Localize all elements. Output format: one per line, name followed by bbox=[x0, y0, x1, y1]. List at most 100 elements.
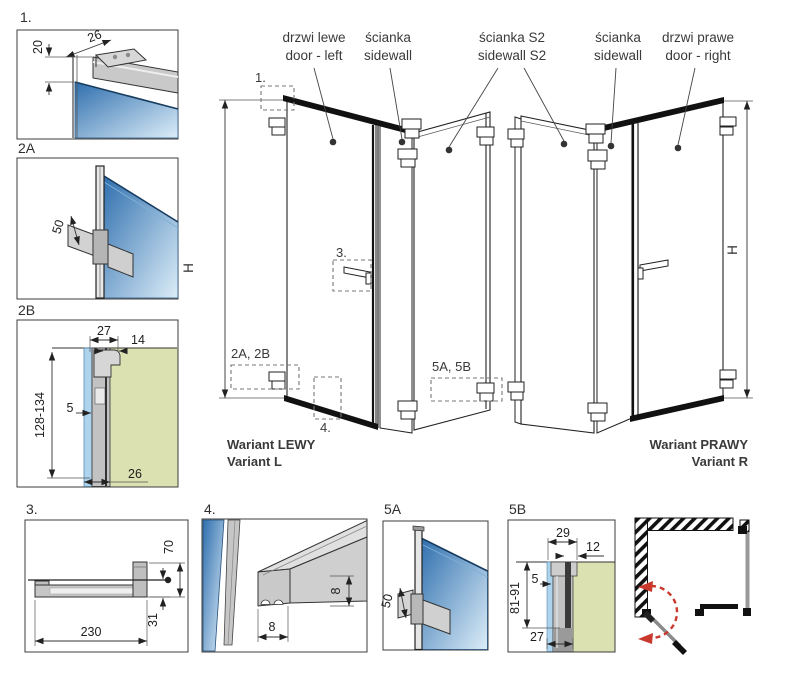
label-sidewall-right-en: sidewall bbox=[593, 48, 643, 63]
left-assembly: H bbox=[181, 95, 495, 434]
dim-230: 230 bbox=[81, 625, 102, 639]
swing-arc bbox=[650, 584, 679, 640]
label-door-left-en: door - left bbox=[285, 48, 343, 63]
glass-panel bbox=[202, 519, 225, 652]
detail-3-label: 3. bbox=[26, 501, 38, 517]
bottom-bar bbox=[284, 395, 378, 430]
bracket-body bbox=[410, 593, 424, 625]
detail-2a-box: 50 bbox=[16, 157, 179, 300]
top-bar bbox=[283, 95, 413, 135]
dim-50: 50 bbox=[49, 218, 66, 235]
dim-27: 27 bbox=[97, 324, 111, 338]
door-left-panel bbox=[286, 98, 377, 428]
swing-arrow-bottom bbox=[638, 633, 653, 644]
profile-flange bbox=[550, 561, 578, 577]
s2-clamp-top bbox=[507, 128, 525, 140]
corner-bracket bbox=[585, 123, 606, 135]
callout-5ab: 5A, 5B bbox=[432, 359, 472, 374]
label-sidewall-s2: ścianka S2 sidewall S2 bbox=[447, 29, 577, 65]
variant-right-pl: Wariant PRAWY bbox=[649, 437, 748, 452]
fixed-panel-plan bbox=[700, 604, 738, 609]
detail-3-box: 230 31 70 bbox=[24, 519, 189, 653]
right-assembly: H bbox=[507, 97, 753, 434]
dim-14: 14 bbox=[131, 333, 145, 347]
dim-20: 20 bbox=[31, 40, 45, 54]
hinge-bottom bbox=[719, 369, 737, 380]
wall-clamp-top bbox=[587, 149, 608, 162]
s2-left-panel bbox=[413, 111, 491, 431]
label-sidewall-left: ścianka sidewall bbox=[323, 29, 453, 65]
wall-section bbox=[573, 562, 615, 652]
detail-1-box: 26 20 bbox=[16, 27, 179, 140]
bottom-bar bbox=[630, 395, 724, 422]
dim-70: 70 bbox=[162, 540, 176, 554]
wall-clamp-bottom bbox=[587, 402, 608, 414]
detail-5b-box: 29 12 81-91 5 27 bbox=[507, 519, 616, 653]
callout-1: 1. bbox=[255, 70, 266, 85]
detail-4-label: 4. bbox=[204, 501, 216, 517]
callout-2ab: 2A, 2B bbox=[231, 346, 271, 361]
dim-5: 5 bbox=[67, 401, 74, 415]
glass-section bbox=[83, 347, 93, 487]
detail-1-label: 1. bbox=[20, 9, 32, 25]
label-door-left: drzwi lewe door - left bbox=[249, 29, 379, 65]
dim-H-left: H bbox=[181, 263, 196, 273]
dim-81-91: 81-91 bbox=[508, 582, 522, 614]
hinge-top bbox=[268, 117, 286, 128]
callout-box-2ab bbox=[230, 364, 300, 390]
label-door-right-pl: drzwi prawe bbox=[661, 30, 735, 45]
variant-right-en: Variant R bbox=[691, 454, 748, 469]
s2-right-panel bbox=[520, 115, 595, 434]
sidewall-plan bbox=[745, 533, 750, 609]
dim-128-134: 128-134 bbox=[33, 392, 47, 438]
handle-endcap bbox=[164, 576, 172, 584]
dim-5: 5 bbox=[532, 572, 539, 586]
wall-clamp-bottom bbox=[397, 400, 418, 412]
label-sidewall-left-pl: ścianka bbox=[365, 30, 411, 45]
leader-dots bbox=[329, 138, 682, 154]
hinge-top bbox=[719, 116, 737, 127]
callout-boxes bbox=[230, 85, 503, 420]
variant-left-en: Variant L bbox=[227, 454, 282, 469]
wall-top bbox=[634, 517, 734, 531]
callout-box-1 bbox=[260, 85, 295, 111]
dim-8-v: 8 bbox=[329, 587, 343, 594]
bracket-plate-right bbox=[422, 599, 451, 635]
detail-5a-label: 5A bbox=[384, 501, 402, 517]
s2-right-edge bbox=[514, 116, 522, 425]
detail-4-box: 8 8 bbox=[201, 518, 368, 653]
variant-right-caption: Wariant PRAWY Variant R bbox=[650, 436, 748, 470]
leader-lines bbox=[313, 67, 696, 148]
door-open-plan bbox=[647, 613, 682, 648]
label-sidewall-s2-pl: ścianka S2 bbox=[478, 30, 546, 45]
label-door-right-en: door - right bbox=[665, 48, 731, 63]
wall-clamp-top bbox=[397, 148, 418, 160]
s2-clamp-bottom bbox=[476, 382, 495, 394]
sidewall-left-panel bbox=[379, 123, 413, 434]
detail-5b-label: 5B bbox=[509, 501, 527, 517]
wall-profile bbox=[414, 528, 423, 651]
variant-left-pl: Wariant LEWY bbox=[227, 437, 316, 452]
callout-3: 3. bbox=[336, 245, 347, 260]
detail-2b-label: 2B bbox=[18, 302, 36, 318]
dim-31: 31 bbox=[146, 613, 160, 627]
label-sidewall-s2-en: sidewall S2 bbox=[477, 48, 547, 63]
label-sidewall-right: ścianka sidewall bbox=[553, 29, 683, 65]
detail-2a-label: 2A bbox=[18, 140, 36, 156]
s2-clamp-bottom bbox=[507, 381, 525, 393]
callout-4: 4. bbox=[320, 420, 331, 435]
label-sidewall-left-en: sidewall bbox=[363, 48, 413, 63]
dim-50: 50 bbox=[379, 592, 396, 609]
dim-26-base: 26 bbox=[128, 467, 142, 481]
callout-box-5ab bbox=[430, 377, 503, 402]
top-bar bbox=[591, 97, 724, 134]
callout-box-3 bbox=[332, 259, 372, 292]
profile-core bbox=[565, 562, 571, 652]
label-door-left-pl: drzwi lewe bbox=[282, 30, 346, 45]
label-sidewall-right-pl: ścianka bbox=[595, 30, 641, 45]
dim-26: 26 bbox=[86, 27, 104, 45]
dim-H-right: H bbox=[725, 245, 740, 255]
dim-29: 29 bbox=[556, 526, 570, 540]
